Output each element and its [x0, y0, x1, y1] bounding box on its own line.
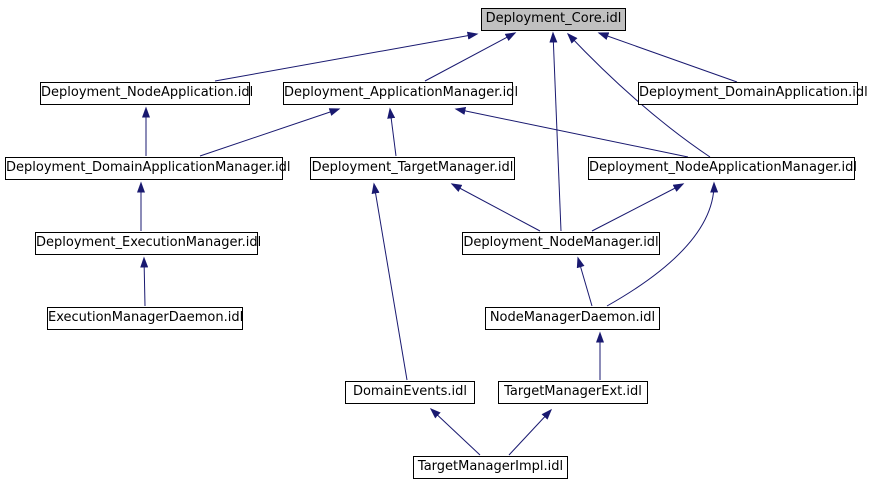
edge-deployment-node-application-manager-to-deployment-application-manager	[454, 107, 689, 158]
node-target-manager-ext[interactable]: TargetManagerExt.idl	[498, 381, 648, 404]
edge-node-manager-daemon-to-deployment-node-application-manager	[606, 181, 719, 307]
edge-deployment-application-manager-to-deployment-core	[424, 32, 517, 82]
edge-deployment-target-manager-to-deployment-application-manager	[387, 107, 397, 157]
node-deployment-node-manager[interactable]: Deployment_NodeManager.idl	[462, 232, 660, 255]
node-deployment-node-application-manager[interactable]: Deployment_NodeApplicationManager.idl	[588, 157, 857, 180]
node-deployment-core: Deployment_Core.idl	[481, 8, 626, 31]
edge-node-manager-daemon-to-deployment-node-manager	[576, 256, 593, 307]
node-deployment-application-manager[interactable]: Deployment_ApplicationManager.idl	[283, 82, 518, 105]
edge-deployment-domain-application-to-deployment-core	[597, 32, 738, 83]
node-node-manager-daemon[interactable]: NodeManagerDaemon.idl	[485, 307, 660, 330]
edge-deployment-domain-application-manager-to-deployment-application-manager	[199, 108, 341, 157]
edge-target-manager-impl-to-target-manager-ext	[508, 408, 553, 456]
node-deployment-domain-application[interactable]: Deployment_DomainApplication.idl	[638, 82, 868, 105]
node-target-manager-impl[interactable]: TargetManagerImpl.idl	[413, 456, 568, 479]
node-execution-manager-daemon[interactable]: ExecutionManagerDaemon.idl	[47, 307, 243, 330]
node-deployment-domain-application-manager[interactable]: Deployment_DomainApplicationManager.idl	[5, 157, 291, 180]
node-deployment-target-manager[interactable]: Deployment_TargetManager.idl	[310, 157, 515, 180]
node-deployment-execution-manager[interactable]: Deployment_ExecutionManager.idl	[35, 232, 261, 255]
edge-domain-events-to-deployment-target-manager	[371, 182, 408, 381]
edge-deployment-node-manager-to-deployment-core	[549, 31, 562, 232]
edge-deployment-node-manager-to-deployment-node-application-manager	[591, 183, 685, 232]
edge-deployment-node-manager-to-deployment-target-manager	[450, 183, 541, 232]
edge-target-manager-impl-to-domain-events	[429, 407, 481, 456]
node-domain-events[interactable]: DomainEvents.idl	[345, 381, 475, 404]
edge-deployment-node-application-to-deployment-core	[214, 31, 479, 82]
node-deployment-node-application[interactable]: Deployment_NodeApplication.idl	[40, 82, 253, 105]
edge-execution-manager-daemon-to-deployment-execution-manager	[140, 256, 149, 307]
